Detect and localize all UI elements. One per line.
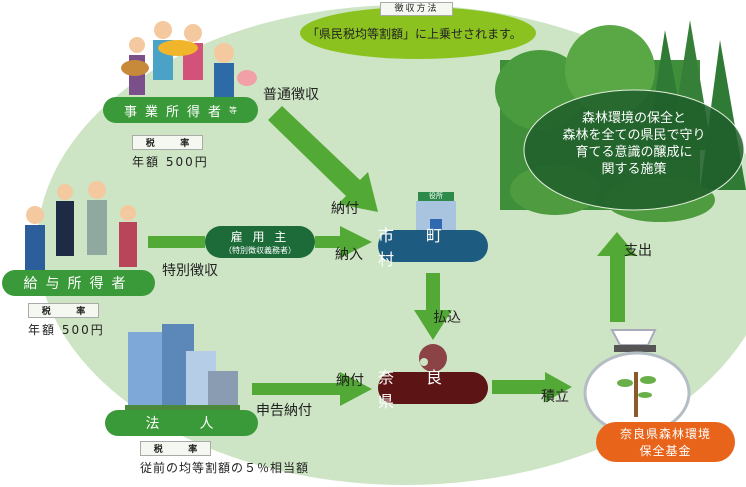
forest-line: 関する施策 — [601, 162, 667, 177]
arrow-salary-to-employer — [148, 236, 205, 248]
pay-in-label: 納入 — [335, 247, 363, 263]
self-assessment-label: 申告納付 — [256, 403, 312, 419]
city-hall-icon — [416, 192, 456, 233]
spend-label: 支出 — [624, 243, 652, 259]
fund-pill: 奈良県森林環境 保全基金 — [596, 422, 735, 462]
arrow-fund-to-forest — [597, 232, 637, 322]
arrow-corporation-to-prefecture — [252, 372, 372, 406]
municipality-pill: 市 町 村 — [378, 226, 488, 269]
rate-label-2: 率 — [180, 139, 190, 149]
pay-label-1: 納付 — [331, 201, 359, 217]
fund-label-2: 保全基金 — [639, 444, 692, 458]
prefecture-pill: 奈 良 県 — [378, 368, 488, 411]
collection-oval — [300, 7, 536, 59]
forest-caption-bubble — [523, 89, 745, 211]
employer-pill: 雇 用 主 （特別徴収義務者） — [205, 226, 315, 258]
city-hall-sign: 役所 — [429, 192, 443, 200]
corporation-pill: 法 人 — [105, 410, 258, 436]
forest-line: 森林を全ての県民で守り — [562, 128, 706, 143]
employer-label: 雇 用 主 — [230, 230, 290, 244]
salary-workers-illustration — [25, 181, 137, 270]
rate-label-1: 税 — [41, 307, 51, 317]
salary-earners-pill: 給与所得者 — [2, 270, 155, 296]
fund-label-1: 奈良県森林環境 — [619, 427, 711, 441]
nara-emblem-icon — [419, 344, 447, 372]
forest-illustration — [495, 20, 746, 222]
rate-label-2: 率 — [76, 307, 86, 317]
business-label: 事業所得者 — [123, 104, 229, 120]
arrow-municipality-to-prefecture — [414, 273, 452, 340]
pay-label-2: 納付 — [336, 373, 364, 389]
business-income-earners-pill: 事業所得者等 — [103, 97, 258, 123]
collection-method-label: 徴収方法 — [380, 2, 453, 16]
reserve-label: 積立 — [541, 389, 569, 405]
rate-label-1: 税 — [145, 139, 155, 149]
arrow-employer-to-municipality — [315, 226, 372, 258]
salary-rate-label: 税率 — [28, 303, 99, 318]
arrow-ordinary-collection — [268, 106, 378, 212]
forest-caption: 森林環境の保全と 森林を全ての県民で守り 育てる意識の醸成に 関する施策 — [534, 110, 734, 178]
corporate-buildings-illustration — [125, 324, 240, 411]
business-people-illustration — [121, 21, 257, 98]
corporation-rate-value: 従前の均等割額の５％相当額 — [140, 461, 310, 475]
special-collection-label: 特別徴収 — [162, 263, 218, 279]
ordinary-collection-label: 普通徴収 — [263, 87, 319, 103]
business-suffix: 等 — [229, 105, 237, 115]
collection-note: 「県民税均等割額」に上乗せされます。 — [307, 27, 522, 41]
corporation-rate-label: 税率 — [140, 441, 211, 456]
arrow-prefecture-to-fund — [492, 372, 572, 402]
forest-line: 育てる意識の醸成に — [575, 145, 693, 160]
business-rate-value: 年額 500円 — [132, 155, 209, 169]
forest-line: 森林環境の保全と — [581, 111, 686, 126]
rate-label-2: 率 — [188, 445, 198, 455]
business-rate-label: 税率 — [132, 135, 203, 150]
employer-sub: （特別徴収義務者） — [224, 246, 296, 255]
transfer-label: 払込 — [433, 310, 461, 326]
rate-label-1: 税 — [153, 445, 163, 455]
salary-rate-value: 年額 500円 — [28, 323, 105, 337]
